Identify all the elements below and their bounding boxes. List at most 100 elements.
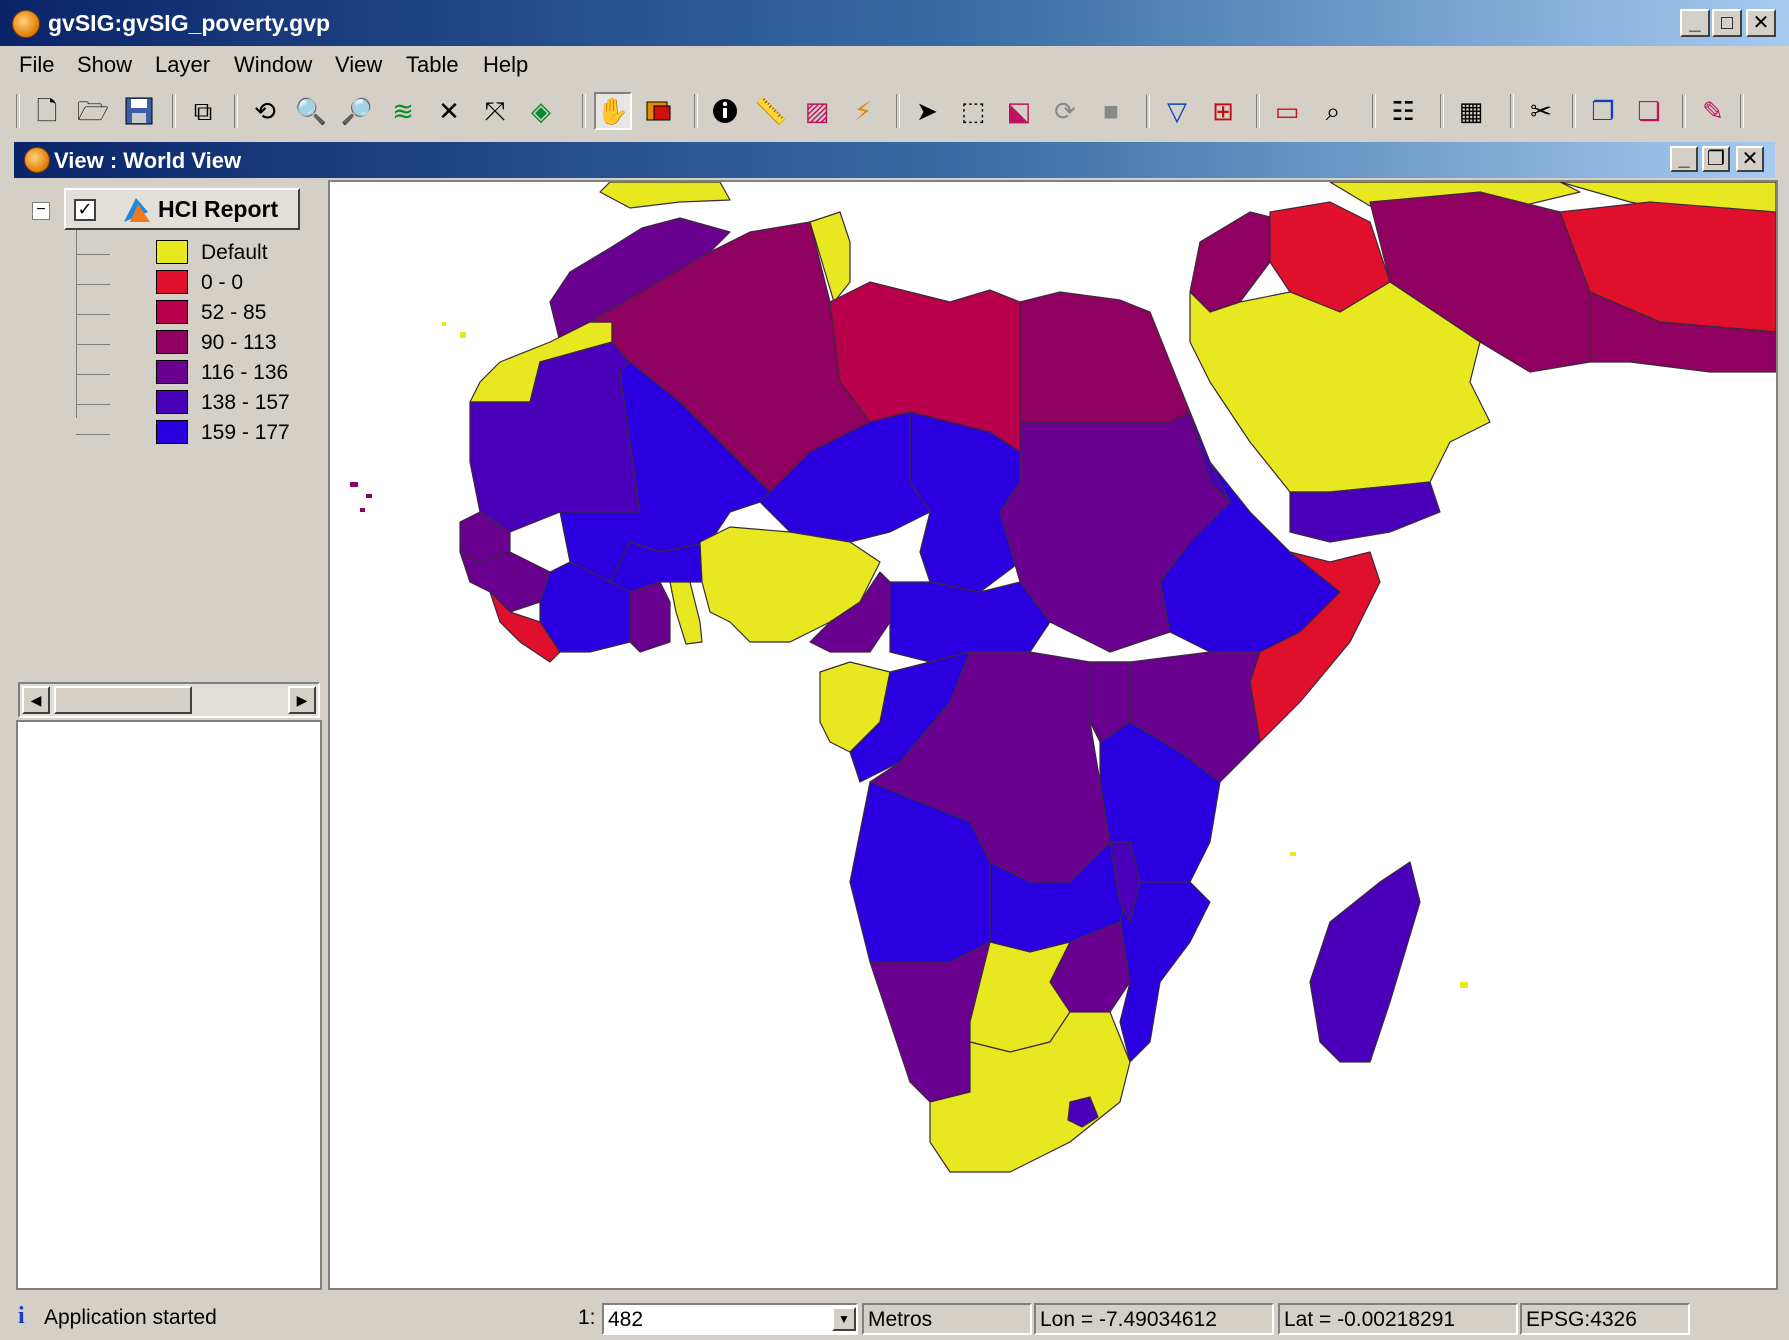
country-south-africa[interactable]	[929, 1011, 1131, 1173]
view-minimize-button[interactable]: _	[1670, 146, 1698, 172]
tools-icon[interactable]: ✂	[1530, 96, 1552, 126]
legend-swatch	[156, 300, 188, 324]
longitude-text: Lon = -7.49034612	[1040, 1308, 1217, 1331]
legend-swatch	[156, 390, 188, 414]
country-lesotho[interactable]	[1067, 1096, 1099, 1128]
crs-field: EPSG:4326	[1520, 1303, 1690, 1335]
scroll-right-arrow-icon[interactable]: ▶	[288, 686, 316, 714]
layer-name: HCI Report	[158, 196, 279, 222]
country-central-asia[interactable]	[1589, 291, 1776, 373]
country-chad[interactable]	[909, 411, 1021, 593]
country-ghana[interactable]	[629, 581, 671, 653]
country-cote-divoire[interactable]	[539, 561, 631, 653]
zoom-previous-icon[interactable]: ⟲	[254, 96, 276, 126]
status-message: Application started	[44, 1306, 217, 1329]
layer-visibility-checkbox[interactable]: ✓	[74, 199, 96, 221]
latitude-field: Lat = -0.00218291	[1278, 1303, 1518, 1335]
legend-label: 90 - 113	[201, 331, 277, 354]
menu-layer[interactable]: Layer	[155, 52, 211, 77]
maximize-button[interactable]: □	[1712, 9, 1742, 37]
toc-horizontal-scrollbar[interactable]: ◀ ▶	[18, 682, 320, 718]
zoom-layers-icon[interactable]: ≋	[392, 96, 414, 126]
country-egypt[interactable]	[1019, 291, 1191, 423]
locator-map[interactable]	[16, 720, 322, 1290]
scale-input[interactable]: 482 ▼	[602, 1303, 858, 1335]
view-titlebar: View : World View _ ❐ ✕	[14, 142, 1775, 178]
select-polygon-icon[interactable]: ⬕	[1006, 96, 1032, 126]
zoom-out-fixed-icon[interactable]: ⤧	[484, 96, 506, 126]
country-saudi-arabia[interactable]	[1189, 281, 1491, 493]
menu-table[interactable]: Table	[406, 52, 459, 77]
legend-label: 138 - 157	[201, 391, 290, 414]
country-guinea[interactable]	[459, 551, 551, 613]
menu-help[interactable]: Help	[483, 52, 529, 77]
select-pointer-icon[interactable]: ➤	[916, 96, 938, 126]
copy-features-icon[interactable]: ❐	[1591, 96, 1615, 126]
open-folder-icon[interactable]: 🗁	[76, 96, 110, 126]
add-layer-icon[interactable]: ⧉	[193, 96, 213, 126]
gvsig-logo-icon	[12, 10, 40, 38]
view-icon	[24, 147, 50, 173]
zoom-out-icon[interactable]: 🔎	[340, 96, 374, 126]
map-canvas[interactable]	[328, 180, 1778, 1290]
legend-swatch-default	[156, 240, 188, 264]
measure-area-icon[interactable]: ▨	[804, 96, 830, 126]
country-somalia[interactable]	[1249, 551, 1381, 743]
rectangle-tool-icon[interactable]: ▭	[1274, 96, 1300, 126]
country-sierra-leone-liberia[interactable]	[489, 591, 561, 663]
minimize-button[interactable]: _	[1680, 9, 1710, 37]
menu-file[interactable]: File	[19, 52, 55, 77]
pan-hand-icon[interactable]: ✋	[594, 92, 632, 130]
country-eritrea[interactable]	[1189, 411, 1231, 503]
info-status-icon: i	[18, 1303, 25, 1329]
latitude-text: Lat = -0.00218291	[1284, 1308, 1456, 1331]
filter-icon[interactable]: ▽	[1167, 96, 1187, 126]
scrollbar-thumb[interactable]	[54, 686, 192, 714]
zoom-in-fixed-icon[interactable]: ✕	[438, 96, 460, 126]
scroll-left-arrow-icon[interactable]: ◀	[22, 686, 50, 714]
legend-swatch	[156, 420, 188, 444]
legend-label: 159 - 177	[201, 421, 290, 444]
zoom-in-icon[interactable]: 🔍	[294, 96, 328, 126]
menu-show[interactable]: Show	[77, 52, 133, 77]
layer-entry[interactable]	[64, 188, 300, 230]
attribute-table-icon[interactable]: ☷	[1391, 96, 1415, 126]
view-close-button[interactable]: ✕	[1736, 146, 1764, 172]
scale-dropdown-arrow-icon[interactable]: ▼	[832, 1307, 856, 1331]
country-tunisia[interactable]	[809, 211, 851, 303]
scale-value: 482	[608, 1308, 644, 1331]
locator-frame-icon[interactable]	[640, 92, 678, 130]
view-restore-button[interactable]: ❐	[1702, 146, 1730, 172]
paste-features-icon[interactable]: ❏	[1637, 96, 1661, 126]
full-extent-icon[interactable]: ◈	[531, 96, 551, 126]
legend-swatch	[156, 270, 188, 294]
select-rectangle-icon[interactable]: ⬚	[960, 96, 986, 126]
save-icon[interactable]	[120, 92, 158, 130]
measure-distance-icon[interactable]: 📏	[754, 96, 788, 126]
legend-label: Default	[201, 241, 268, 264]
info-icon[interactable]	[706, 92, 744, 130]
country-madagascar[interactable]	[1309, 861, 1421, 1063]
layout-icon[interactable]: ▦	[1458, 96, 1484, 126]
view-title: View : World View	[54, 148, 242, 173]
menu-window[interactable]: Window	[234, 52, 313, 77]
country-central-african-republic[interactable]	[889, 581, 1051, 663]
clear-selection-icon[interactable]: ■	[1103, 96, 1119, 126]
country-malawi[interactable]	[1109, 841, 1141, 923]
map-svg[interactable]	[330, 182, 1776, 1288]
menu-view[interactable]: View	[335, 52, 383, 77]
country-yemen[interactable]	[1289, 481, 1441, 543]
hyperlink-icon[interactable]: ⚡	[853, 96, 873, 126]
country-europe-south[interactable]	[599, 182, 731, 209]
close-button[interactable]: ✕	[1746, 9, 1776, 37]
polygon-layer-icon	[124, 198, 150, 222]
edit-tool-icon[interactable]: ✎	[1702, 96, 1724, 126]
table-link-icon[interactable]: ⊞	[1212, 96, 1234, 126]
legend-label: 52 - 85	[201, 301, 267, 324]
scale-prefix: 1:	[578, 1306, 596, 1329]
invert-selection-icon[interactable]: ⟳	[1054, 96, 1076, 126]
country-togo-benin[interactable]	[669, 581, 703, 645]
tree-collapse-icon[interactable]: −	[32, 202, 50, 220]
zoom-select-icon[interactable]: ⌕	[1325, 96, 1341, 126]
new-document-icon[interactable]: 🗋	[36, 96, 58, 126]
